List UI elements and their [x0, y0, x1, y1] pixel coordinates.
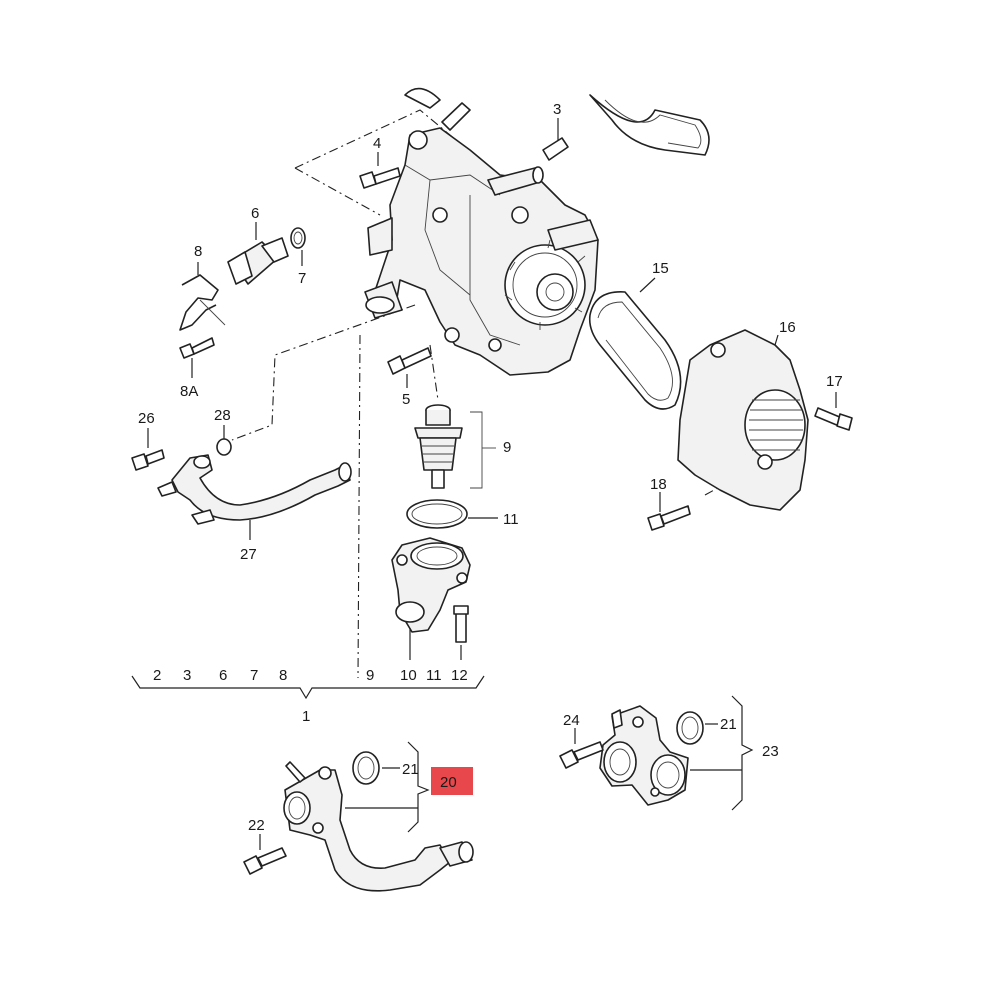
bolt-part-17	[814, 392, 853, 431]
label-8b: 8	[279, 667, 287, 684]
label-1: 1	[302, 708, 310, 725]
bolt-part-8a	[179, 337, 215, 378]
label-22: 22	[248, 817, 265, 834]
group-brace-part-23	[690, 695, 754, 811]
label-8a: 8A	[180, 383, 198, 400]
label-16: 16	[779, 319, 796, 336]
label-9b: 9	[366, 667, 374, 684]
part-labels: 3 4 6 7 8 8A 5 9 11 15 16 17 18 26 28 27…	[138, 101, 843, 834]
o-ring-part-21b	[676, 711, 718, 745]
group-bracket-part-1	[131, 675, 485, 700]
label-7: 7	[298, 270, 306, 287]
label-3: 3	[553, 101, 561, 118]
label-26: 26	[138, 410, 155, 427]
thermostat-part-9	[414, 404, 496, 489]
gasket-top-right	[404, 87, 710, 156]
retaining-clip-part-8	[179, 262, 226, 331]
bolt-part-26	[131, 428, 165, 471]
label-11b: 11	[426, 667, 442, 684]
label-7b: 7	[250, 667, 258, 684]
coolant-pipe-part-27	[157, 454, 352, 540]
label-6b: 6	[219, 667, 227, 684]
label-4: 4	[373, 135, 381, 152]
label-21b: 21	[720, 716, 737, 733]
bolt-part-18	[647, 492, 691, 531]
bolt-part-4	[359, 152, 401, 189]
label-21: 21	[402, 761, 419, 778]
label-20: 20	[440, 774, 457, 791]
label-11: 11	[503, 511, 519, 528]
label-15: 15	[652, 260, 669, 277]
label-3b: 3	[183, 667, 191, 684]
temperature-sensor-part-6	[227, 222, 289, 285]
pin-part-3	[441, 102, 569, 161]
bolt-part-12	[453, 605, 469, 660]
label-18: 18	[650, 476, 667, 493]
o-ring-part-7	[290, 227, 306, 266]
label-24: 24	[563, 712, 580, 729]
label-6: 6	[251, 205, 259, 222]
label-9: 9	[503, 439, 511, 456]
group-brace-part-20	[345, 741, 430, 833]
label-17: 17	[826, 373, 843, 390]
label-28: 28	[214, 407, 231, 424]
water-pump-housing	[364, 127, 599, 376]
bolt-part-5	[387, 347, 432, 388]
drive-belt-part-15	[588, 277, 682, 410]
label-5: 5	[402, 391, 410, 408]
o-ring-part-28	[216, 425, 232, 456]
coolant-flange-part-23	[599, 705, 689, 806]
coolant-pipe-part-20	[283, 761, 474, 892]
o-ring-part-21	[352, 751, 400, 785]
o-ring-part-11	[406, 499, 498, 529]
bolt-part-24	[559, 728, 604, 769]
label-12: 12	[451, 667, 468, 684]
timing-cover-part-16	[677, 329, 809, 511]
label-10: 10	[400, 667, 417, 684]
label-8: 8	[194, 243, 202, 260]
label-2: 2	[153, 667, 161, 684]
thermostat-housing-part-10	[391, 537, 471, 660]
bolt-part-22	[243, 834, 287, 875]
label-27: 27	[240, 546, 257, 563]
highlight-box-part-20	[431, 767, 473, 795]
label-23: 23	[762, 743, 779, 760]
